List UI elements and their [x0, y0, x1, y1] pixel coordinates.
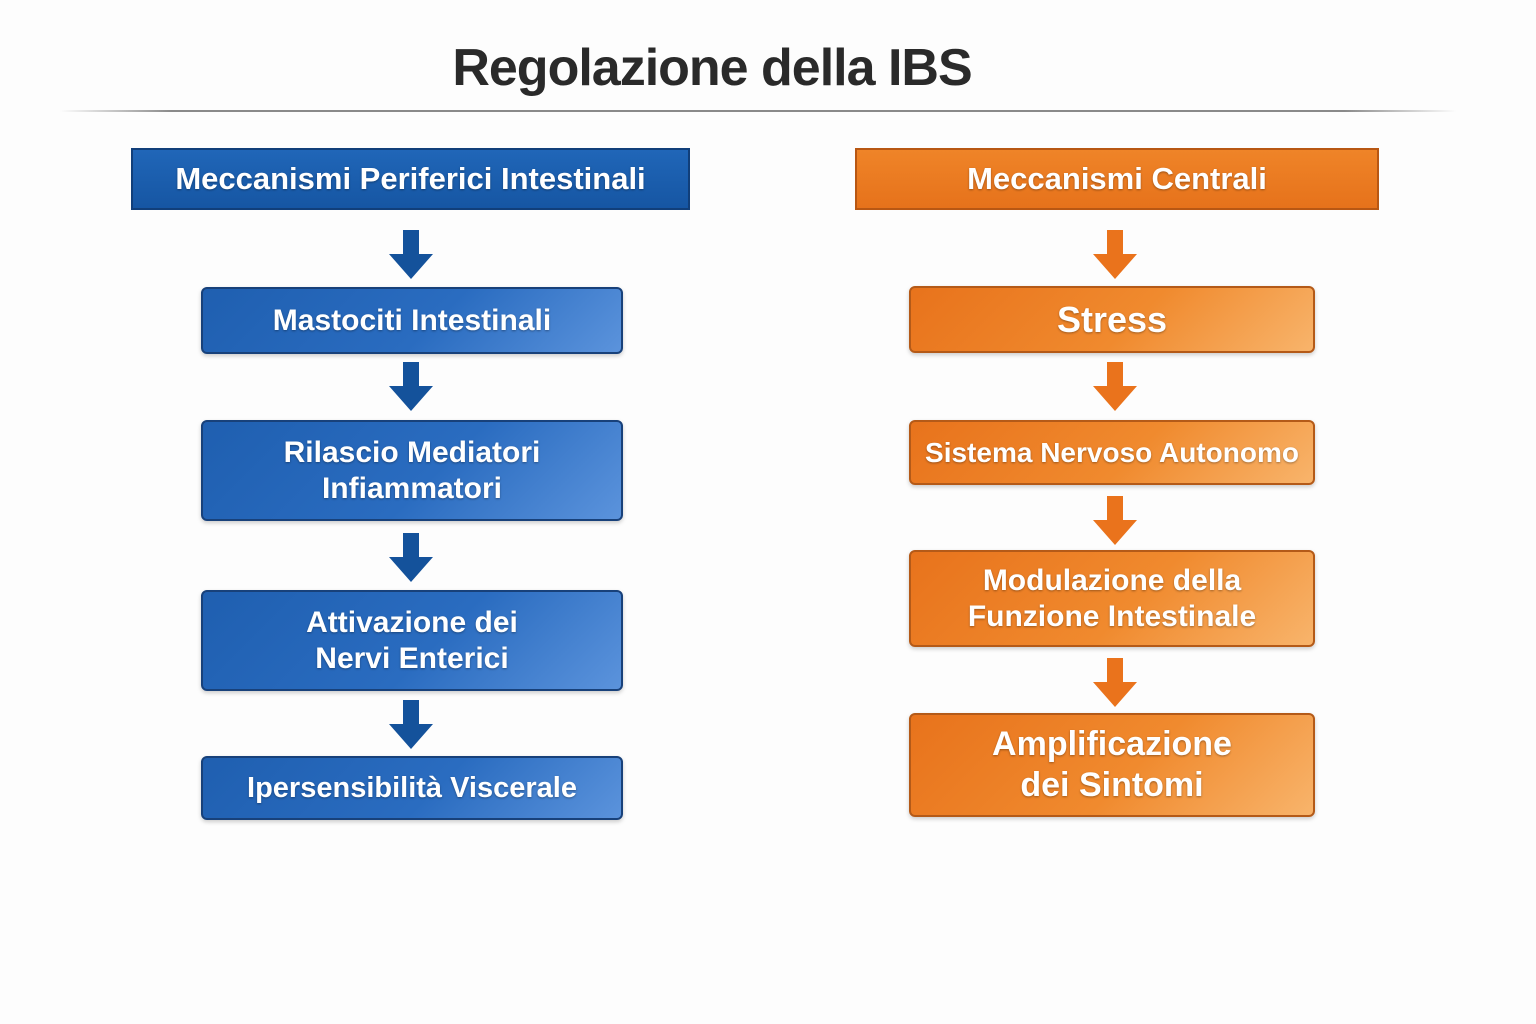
down-arrow-icon — [1093, 362, 1137, 411]
right-step-modulazione: Modulazione della Funzione Intestinale — [909, 550, 1315, 647]
right-column-header: Meccanismi Centrali — [855, 148, 1379, 210]
down-arrow-icon — [1093, 230, 1137, 279]
down-arrow-icon — [1093, 658, 1137, 707]
down-arrow-icon — [1093, 496, 1137, 545]
diagram-title: Regolazione della IBS — [452, 39, 972, 97]
left-column-header: Meccanismi Periferici Intestinali — [131, 148, 690, 210]
right-step-amplificazione: Amplificazione dei Sintomi — [909, 713, 1315, 817]
right-step-stress: Stress — [909, 286, 1315, 353]
down-arrow-icon — [389, 362, 433, 411]
down-arrow-icon — [389, 230, 433, 279]
title-divider — [60, 110, 1456, 112]
left-step-attivazione-nervi: Attivazione dei Nervi Enterici — [201, 590, 623, 691]
down-arrow-icon — [389, 533, 433, 582]
left-step-mastociti: Mastociti Intestinali — [201, 287, 623, 354]
down-arrow-icon — [389, 700, 433, 749]
right-step-sistema-nervoso: Sistema Nervoso Autonomo — [909, 420, 1315, 485]
left-step-rilascio-mediatori: Rilascio Mediatori Infiammatori — [201, 420, 623, 521]
left-step-ipersensibilita: Ipersensibilità Viscerale — [201, 756, 623, 820]
